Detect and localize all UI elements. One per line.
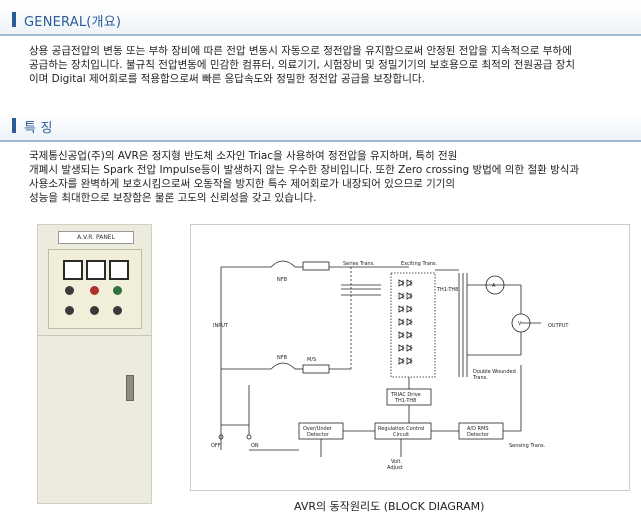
features-section-header: 특 징 — [0, 112, 641, 142]
input-label: INPUT — [213, 323, 229, 329]
triac-elements — [398, 279, 413, 365]
features-paragraph: 국제통신공업(주)의 AVR은 정지형 반도체 소자인 Triac을 사용하여 … — [29, 149, 579, 205]
section-marker-icon — [12, 118, 16, 133]
features-line: 개폐시 발생되는 Spark 전압 Impulse등이 발생하지 않는 우수한 … — [29, 164, 580, 176]
th-label: TH1-TH8 — [436, 287, 458, 293]
contactor-bottom — [302, 364, 330, 374]
on-label: ON — [251, 443, 259, 449]
indicator-lamp-icon — [113, 306, 122, 315]
general-title: GENERAL(개요) — [24, 15, 122, 30]
ammeter-label: A — [492, 283, 496, 289]
triac-drive-label: TRIAC Drive — [390, 392, 421, 398]
nfb-top-symbol — [270, 260, 296, 268]
indicator-lamp-icon — [65, 286, 74, 295]
double-wounded-trans-symbol — [458, 273, 468, 377]
series-trans-symbol — [341, 284, 381, 296]
general-line: 이며 Digital 제어회로를 적용함으로써 빠른 응답속도와 정밀한 정전압… — [29, 73, 425, 85]
meter-icon — [63, 260, 83, 280]
general-section-header: GENERAL(개요) — [0, 6, 641, 36]
off-label: OFF — [211, 443, 221, 449]
panel-nameplate: A.V.R. PANEL — [58, 231, 134, 244]
trans-label: Trans. — [472, 375, 488, 381]
meter-icon — [86, 260, 106, 280]
diagram-caption: AVR의 동작원리도 (BLOCK DIAGRAM) — [294, 500, 485, 513]
features-line: 성능을 최대한으로 보장함은 물론 고도의 신뢰성을 갖고 있습니다. — [29, 192, 317, 204]
on-switch-icon — [246, 434, 252, 440]
nfb-bottom-label: NFB — [277, 355, 288, 361]
indicator-lamp-icon — [90, 306, 99, 315]
meter-icon — [109, 260, 129, 280]
series-trans-label: Series Trans. — [343, 261, 375, 267]
regulation-label: Regulation Control — [378, 426, 424, 432]
triac-array — [390, 272, 436, 378]
exciting-trans-label: Exciting Trans. — [401, 261, 438, 267]
adjust-label: Adjust — [387, 465, 403, 471]
nfb-top-label: NFB — [277, 277, 288, 283]
ms-label: M/S — [307, 357, 316, 363]
indicator-lamp-icon — [90, 286, 99, 295]
over-under-label: Over/Under — [303, 426, 333, 432]
contactor-top — [302, 261, 330, 271]
general-line: 공급하는 장치입니다. 불규칙 전압변동에 민감한 컴퓨터, 의료기기, 시험장… — [29, 59, 576, 71]
off-switch-icon — [218, 434, 224, 440]
panel-seam — [38, 335, 151, 336]
general-paragraph: 상용 공급전압의 변동 또는 부하 장비에 따른 전압 변동시 자동으로 정전압… — [29, 44, 575, 86]
avr-panel-image: A.V.R. PANEL — [37, 224, 152, 504]
nfb-bottom-symbol — [270, 362, 296, 370]
indicator-lamp-icon — [113, 286, 122, 295]
voltmeter-label: V — [518, 321, 522, 327]
sensing-trans-label: Sensing Trans. — [509, 443, 546, 449]
ammeter-icon — [485, 275, 505, 295]
volt-label: Volt. — [391, 459, 402, 465]
ad-detector-label: Detector — [467, 432, 490, 438]
general-line: 상용 공급전압의 변동 또는 부하 장비에 따른 전압 변동시 자동으로 정전압… — [29, 45, 572, 57]
features-line: 사용소자를 완벽하게 보호시킴으로써 오동작을 방지한 특수 제어회로가 내장되… — [29, 178, 456, 190]
output-label: OUTPUT — [548, 323, 569, 329]
double-wounded-label: Double Wounded — [473, 369, 516, 375]
door-handle-icon — [126, 375, 134, 401]
block-diagram: INPUT OUTPUT NFB NFB M/S Series Trans. E… — [190, 224, 630, 491]
panel-instrument-area — [48, 249, 142, 329]
indicator-lamp-icon — [65, 306, 74, 315]
triac-th-label: TH1-TH8 — [394, 398, 416, 404]
detector-label: Detector — [307, 432, 330, 438]
features-title: 특 징 — [24, 121, 53, 136]
section-marker-icon — [12, 12, 16, 27]
features-line: 국제통신공업(주)의 AVR은 정지형 반도체 소자인 Triac을 사용하여 … — [29, 150, 458, 162]
ad-rms-label: A/D RMS — [467, 426, 489, 432]
block-diagram-svg: INPUT OUTPUT NFB NFB M/S Series Trans. E… — [211, 260, 569, 471]
circuit-label: Circuit — [393, 432, 409, 438]
